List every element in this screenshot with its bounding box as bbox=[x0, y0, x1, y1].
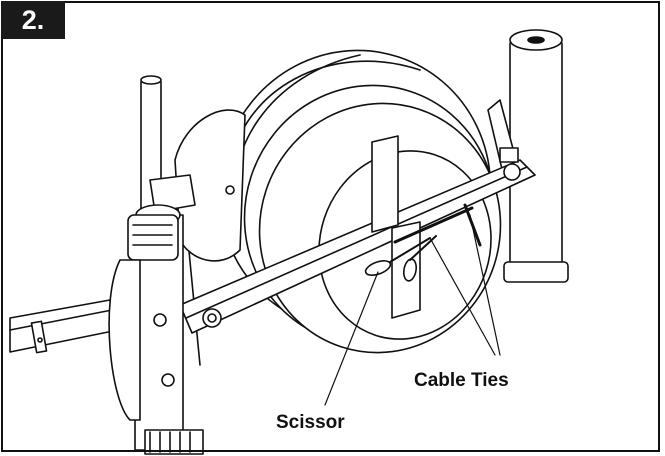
callout-leaders bbox=[324, 214, 501, 406]
step-number-badge: 2. bbox=[1, 1, 65, 39]
cross-arm bbox=[179, 147, 536, 334]
scissor-leader bbox=[324, 271, 379, 406]
cable-ties-label: Cable Ties bbox=[414, 370, 509, 391]
scissor-label: Scissor bbox=[276, 412, 345, 433]
base-beam bbox=[9, 299, 119, 354]
drive-housing bbox=[149, 109, 246, 262]
cable-tie-leader-2 bbox=[469, 214, 501, 356]
cable-tie-leader-1 bbox=[429, 237, 496, 356]
front-post bbox=[108, 204, 204, 455]
